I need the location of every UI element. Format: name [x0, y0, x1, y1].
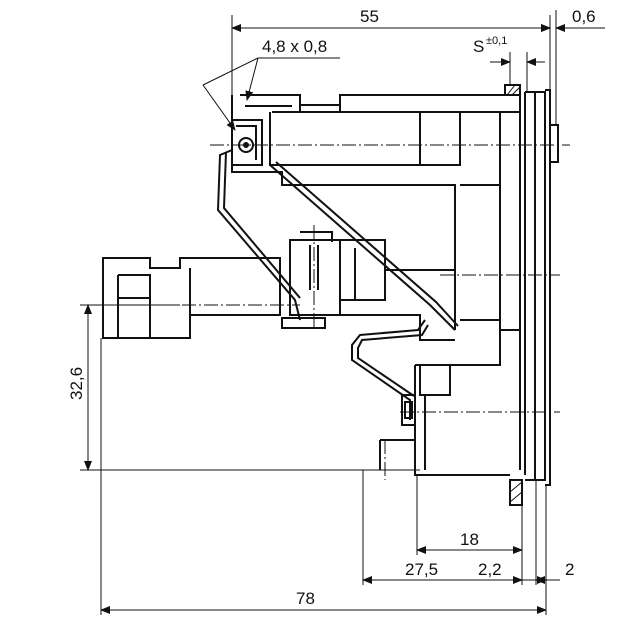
dim-0-6-label: 0,6 — [572, 7, 596, 26]
spring-wires — [216, 149, 459, 420]
terminal-block — [231, 119, 263, 166]
extension-lines — [80, 10, 557, 615]
dim-55-label: 55 — [360, 7, 379, 26]
dim-32-6-label: 32,6 — [67, 367, 86, 400]
dim-terminal-leader — [202, 57, 340, 131]
center-lines — [160, 144, 570, 480]
dim-18-label: 18 — [460, 530, 479, 549]
middle-mechanism — [281, 231, 455, 341]
dim-s-label: S — [473, 37, 484, 56]
dim-s-tolerance: ±0,1 — [486, 35, 507, 47]
dim-terminal-label: 4,8 x 0,8 — [262, 37, 327, 56]
dim-78-label: 78 — [296, 589, 315, 608]
dim-2-label: 2 — [565, 560, 574, 579]
dim-2-2-label: 2,2 — [478, 560, 502, 579]
housing-outline — [231, 84, 559, 506]
left-lug — [102, 257, 281, 339]
dim-27-5-label: 27,5 — [405, 560, 438, 579]
lower-section — [379, 319, 520, 476]
